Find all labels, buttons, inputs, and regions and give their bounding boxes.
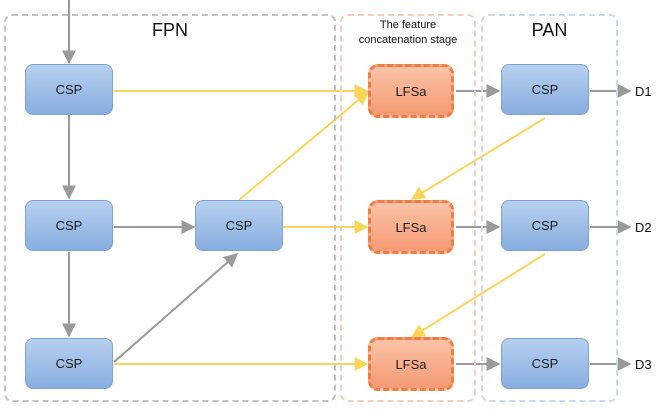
output-label-d2: D2 xyxy=(635,220,652,235)
pan-region: PAN xyxy=(481,14,618,402)
output-label-d3: D3 xyxy=(635,357,652,372)
arrow-cspmid-to-lfsa1 xyxy=(238,91,370,201)
output-label-d1: D1 xyxy=(635,84,652,99)
pan-csp-node-1: CSP xyxy=(501,64,589,115)
lfsa-node-2: LFSa xyxy=(368,200,454,254)
lfsa-node-1: LFSa xyxy=(368,64,454,118)
fpn-csp-node-1: CSP xyxy=(25,64,113,115)
pan-title: PAN xyxy=(531,20,568,40)
arrow-pancsp1-to-lfsa2 xyxy=(410,117,546,200)
fpn-csp-node-2: CSP xyxy=(25,200,113,251)
concat-region: The feature concatenation stage xyxy=(340,14,476,402)
lfsa-node-3: LFSa xyxy=(368,337,454,391)
arrow-pancsp2-to-lfsa3 xyxy=(410,253,546,338)
pan-csp-node-2: CSP xyxy=(501,200,589,251)
fpn-csp-node-mid: CSP xyxy=(195,200,283,251)
fpn-csp-node-3: CSP xyxy=(25,338,113,389)
fpn-title: FPN xyxy=(152,20,188,40)
fpn-region: FPN xyxy=(4,14,336,402)
concat-title: The feature concatenation stage xyxy=(358,19,458,46)
arrow-csp3-to-cspmid xyxy=(113,253,239,363)
pan-csp-node-3: CSP xyxy=(501,338,589,389)
